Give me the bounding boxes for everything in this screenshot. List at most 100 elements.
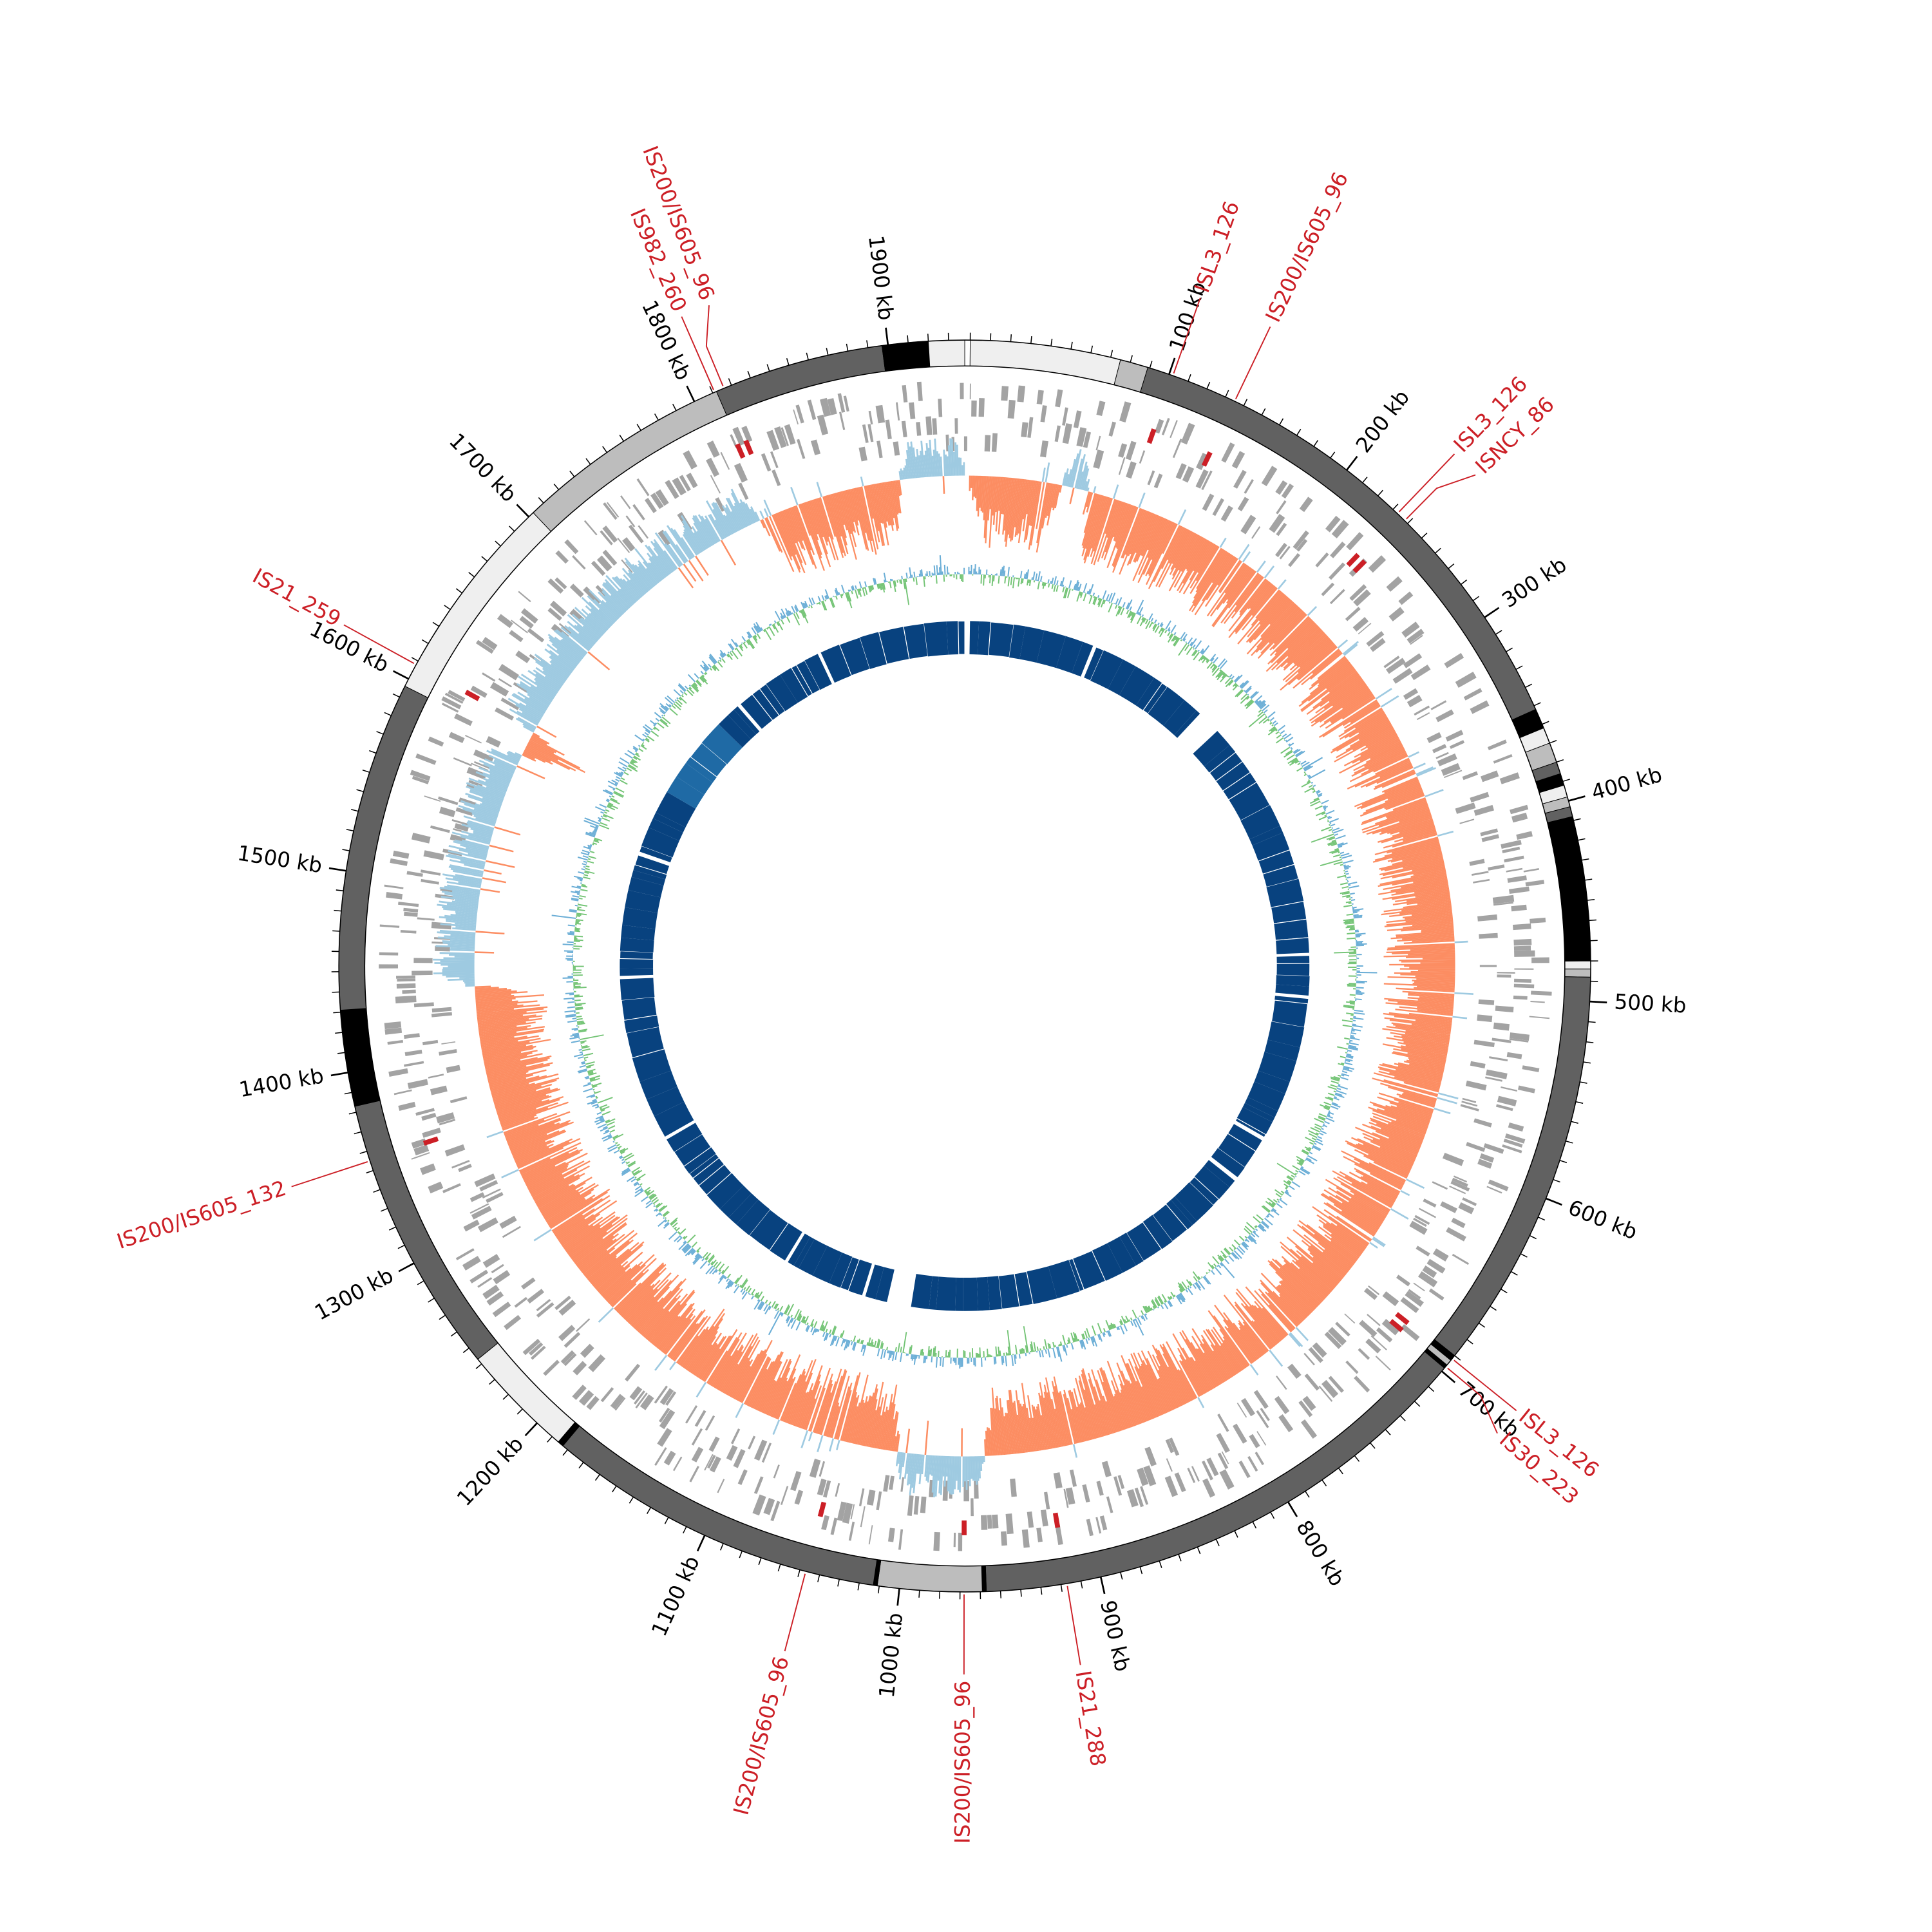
gene-block — [659, 1388, 674, 1405]
gc-skew-negative-bar — [1016, 1414, 1023, 1454]
gc-skew-negative-bar — [521, 1152, 569, 1177]
gc-skew-negative-bar — [1391, 1121, 1426, 1135]
is-marker — [1395, 1312, 1410, 1325]
gene-block — [1478, 999, 1495, 1005]
gc-skew-negative-bar — [777, 512, 797, 555]
gc-skew-negative-bar — [1081, 1374, 1101, 1438]
gc-skew-positive-bar — [482, 797, 502, 806]
gc-content-low-bar — [1240, 693, 1247, 701]
gc-content-low-bar — [687, 1235, 696, 1244]
gc-skew-positive-bar — [712, 509, 729, 537]
gc-content-high-bar — [923, 1356, 925, 1363]
gc-skew-negative-bar — [753, 1351, 782, 1410]
gc-skew-positive-bar — [522, 712, 540, 723]
gc-content-low-bar — [938, 1350, 940, 1358]
gc-content-high-bar — [1343, 865, 1349, 868]
gene-block — [1312, 1342, 1327, 1358]
gc-skew-negative-bar — [1209, 564, 1248, 617]
gc-skew-positive-bar — [1071, 449, 1082, 488]
gene-block — [1276, 1376, 1287, 1390]
gc-content-low-bar — [866, 1342, 869, 1346]
gc-content-low-bar — [1212, 667, 1220, 676]
gc-content-high-bar — [1178, 1294, 1184, 1303]
gc-skew-negative-bar — [608, 1258, 657, 1304]
gc-content-low-bar — [1193, 650, 1198, 656]
gc-content-high-bar — [1285, 739, 1287, 742]
gc-skew-negative-bar — [1258, 1288, 1296, 1329]
gene-block — [402, 989, 416, 994]
gc-content-high-bar — [1331, 1103, 1341, 1108]
gc-content-high-bar — [1259, 703, 1265, 709]
gene-block — [628, 524, 644, 544]
gc-content-high-bar — [1244, 1239, 1247, 1242]
gc-content-high-bar — [1231, 1251, 1240, 1260]
gc-skew-negative-bar — [1355, 1170, 1400, 1195]
gene-block — [1168, 1437, 1180, 1456]
gc-content-low-bar — [1197, 1276, 1201, 1280]
minor-tick — [1120, 1572, 1123, 1580]
gene-block — [1370, 1335, 1387, 1350]
gc-skew-positive-bar — [980, 1456, 983, 1472]
gc-content-low-bar — [881, 1342, 884, 1349]
gc-content-low-bar — [1103, 600, 1106, 605]
gc-content-low-bar — [695, 680, 702, 687]
gc-skew-negative-bar — [1360, 763, 1412, 788]
gc-skew-negative-bar — [556, 1218, 585, 1238]
gc-content-low-bar — [797, 1314, 802, 1321]
inner-feature-block — [1151, 1203, 1188, 1242]
gc-content-high-bar — [567, 924, 575, 927]
gc-content-high-bar — [929, 571, 931, 576]
gc-content-low-bar — [573, 987, 587, 989]
gc-content-high-bar — [564, 1010, 576, 1013]
gc-content-high-bar — [678, 683, 687, 692]
gene-track — [379, 381, 1552, 1551]
gc-skew-negative-bar — [1384, 841, 1440, 857]
gc-skew-negative-bar — [756, 1360, 781, 1411]
gc-content-low-bar — [618, 781, 620, 783]
gc-skew-negative-bar — [1104, 501, 1124, 553]
gc-skew-positive-bar — [556, 649, 578, 667]
gene-block — [1513, 938, 1532, 946]
gc-content-high-bar — [1157, 1306, 1159, 1309]
gc-content-high-bar — [1355, 993, 1363, 996]
gc-content-high-bar — [760, 627, 763, 631]
gc-content-high-bar — [1350, 1032, 1357, 1035]
gc-skew-negative-bar — [1032, 1417, 1039, 1452]
gc-content-low-bar — [976, 1353, 979, 1358]
gc-skew-negative-bar — [1345, 1140, 1411, 1172]
gc-skew-positive-bar — [1093, 486, 1097, 493]
gc-content-high-bar — [1262, 1220, 1269, 1227]
gc-content-high-bar — [1336, 1087, 1341, 1090]
gc-content-high-bar — [1342, 1069, 1344, 1071]
gc-content-low-bar — [1173, 638, 1180, 647]
gc-skew-negative-bar — [595, 1260, 629, 1290]
gc-content-high-bar — [587, 853, 590, 855]
gc-skew-negative-bar — [987, 476, 992, 521]
gc-skew-negative-bar — [1268, 608, 1302, 643]
gc-content-low-bar — [1222, 672, 1226, 676]
gc-skew-positive-bar — [653, 539, 677, 571]
gc-skew-negative-bar — [488, 1072, 527, 1084]
gc-skew-negative-bar — [1311, 686, 1369, 727]
gc-skew-negative-bar — [1023, 480, 1034, 543]
gc-skew-negative-bar — [1323, 1226, 1362, 1255]
gc-content-low-bar — [961, 574, 963, 582]
gc-content-high-bar — [1311, 781, 1313, 784]
gc-content-high-bar — [567, 941, 574, 943]
gc-content-high-bar — [815, 603, 817, 604]
gene-block — [482, 637, 498, 650]
gene-block — [733, 1448, 746, 1468]
gc-content-low-bar — [601, 1113, 603, 1115]
gc-skew-negative-bar — [770, 1378, 788, 1417]
gc-content-low-bar — [1271, 1202, 1276, 1206]
gene-block — [1076, 427, 1087, 447]
gc-content-low-bar — [1147, 1306, 1151, 1312]
is-label: IS200/IS605_96 — [729, 1654, 794, 1818]
gene-block — [1501, 1086, 1518, 1092]
gc-skew-negative-bar — [499, 1102, 558, 1124]
gc-skew-negative-bar — [529, 739, 554, 754]
gc-content-low-bar — [1303, 773, 1307, 777]
is-marker — [1352, 559, 1367, 574]
gc-content-high-bar — [1332, 827, 1340, 831]
gene-block — [822, 1480, 831, 1498]
